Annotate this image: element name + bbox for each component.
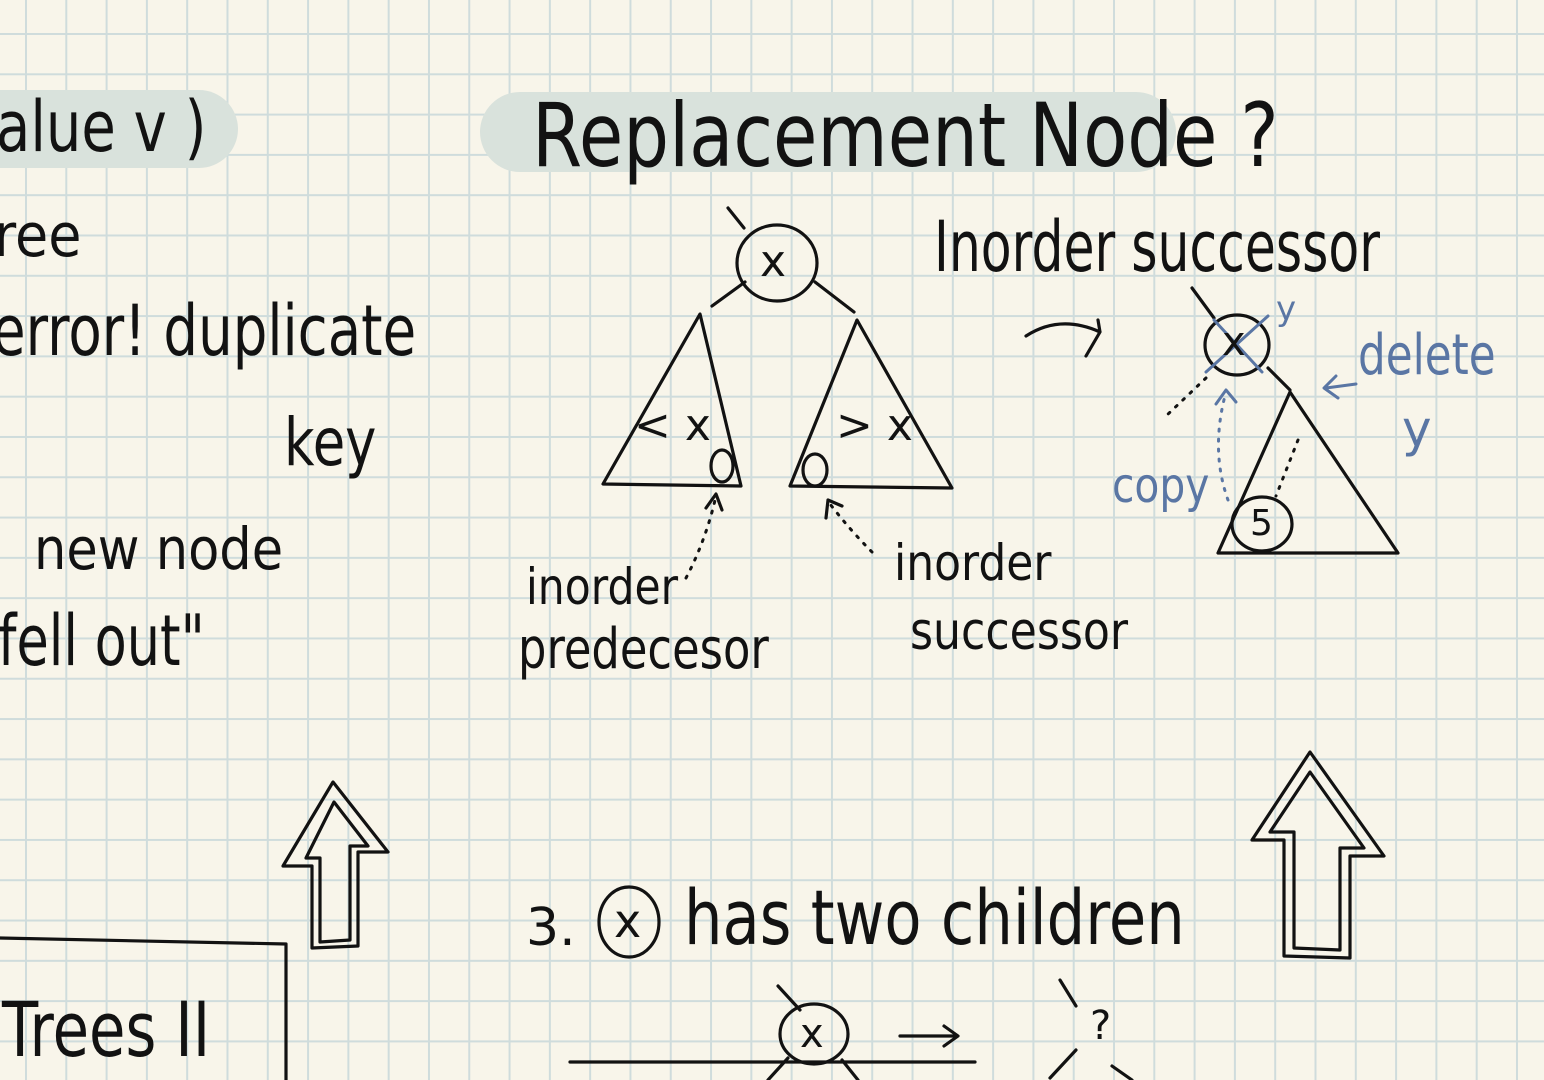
crossed-node-label: x [1222,319,1246,365]
bottom-question-mark: ? [1090,1003,1112,1049]
bottom-node-circle [778,1002,850,1066]
successor-dotted-arrow [828,502,874,554]
predecessor-node-circle [709,448,735,484]
left-error-text: error! duplicate [0,290,417,372]
trees-box-top [0,936,288,1080]
delete-y-label: y [1402,400,1432,458]
root-node-circle [735,223,819,303]
hollow-up-arrow-right [1250,750,1386,960]
delete-label: delete [1358,323,1496,388]
root-node-label: x [760,236,787,287]
successor-node-circle [801,452,829,488]
left-new-node-text: new node [34,515,284,583]
bottom-node-left-edge [766,1056,790,1080]
case3-number: 3. [526,898,576,958]
replacement-title: Replacement Node ? [532,84,1279,187]
heading-highlight-replacement [480,92,1176,172]
bottom-node-label: x [800,1011,824,1057]
bottom-branch [1048,978,1134,1080]
successor-label-line1: inorder [894,534,1052,592]
successor-label-line2: successor [910,602,1129,662]
delete-arrow [1322,374,1358,400]
crossed-node-circle [1203,313,1271,377]
y-mark: y [1276,289,1297,329]
successor-subtree-triangle [1216,390,1400,555]
successor-5-label: 5 [1250,503,1273,544]
left-subtree-triangle [601,312,743,488]
predecessor-arrowhead [704,492,724,512]
case3-text: has two children [684,873,1185,962]
predecessor-dotted-arrow [684,494,718,580]
predecessor-label-line2: predecesor [518,617,769,682]
case3-node-circle [597,885,661,959]
left-subtree-label: < x [634,400,711,451]
bottom-right-arrow [898,1024,960,1048]
copy-dotted-arrow [1216,390,1230,502]
bottom-node-right-edge [840,1058,860,1080]
copy-label: copy [1112,458,1210,514]
successor-5-circle [1230,495,1294,553]
copy-arrowhead [1214,388,1238,406]
left-fell-out-text: fell out" [0,600,205,682]
right-arrow [1024,318,1102,358]
heading-highlight-left [0,90,238,168]
left-tree-fragment: ree [0,201,82,271]
left-heading-fragment: alue v ) [0,86,207,168]
root-stem [726,206,746,230]
successor-arrowhead [824,498,844,520]
root-right-edge [813,280,856,314]
hollow-up-arrow-left [281,780,390,950]
case3-node-label: x [614,894,642,948]
successor-path-dots [1274,438,1300,498]
cross-mark [1204,314,1270,374]
crossed-node-edge [1266,366,1292,392]
bottom-node-stem [776,984,802,1012]
root-left-edge [710,280,747,308]
right-subtree-label: > x [836,400,913,451]
left-key-text: key [284,404,377,481]
trees-title: Trees II [2,985,211,1074]
right-subtree-triangle [788,318,954,490]
inorder-successor-heading: Inorder successor [934,206,1380,288]
predecessor-label-line1: inorder [526,558,679,616]
crossed-node-stem [1190,286,1216,320]
left-branch-dots [1164,376,1208,418]
